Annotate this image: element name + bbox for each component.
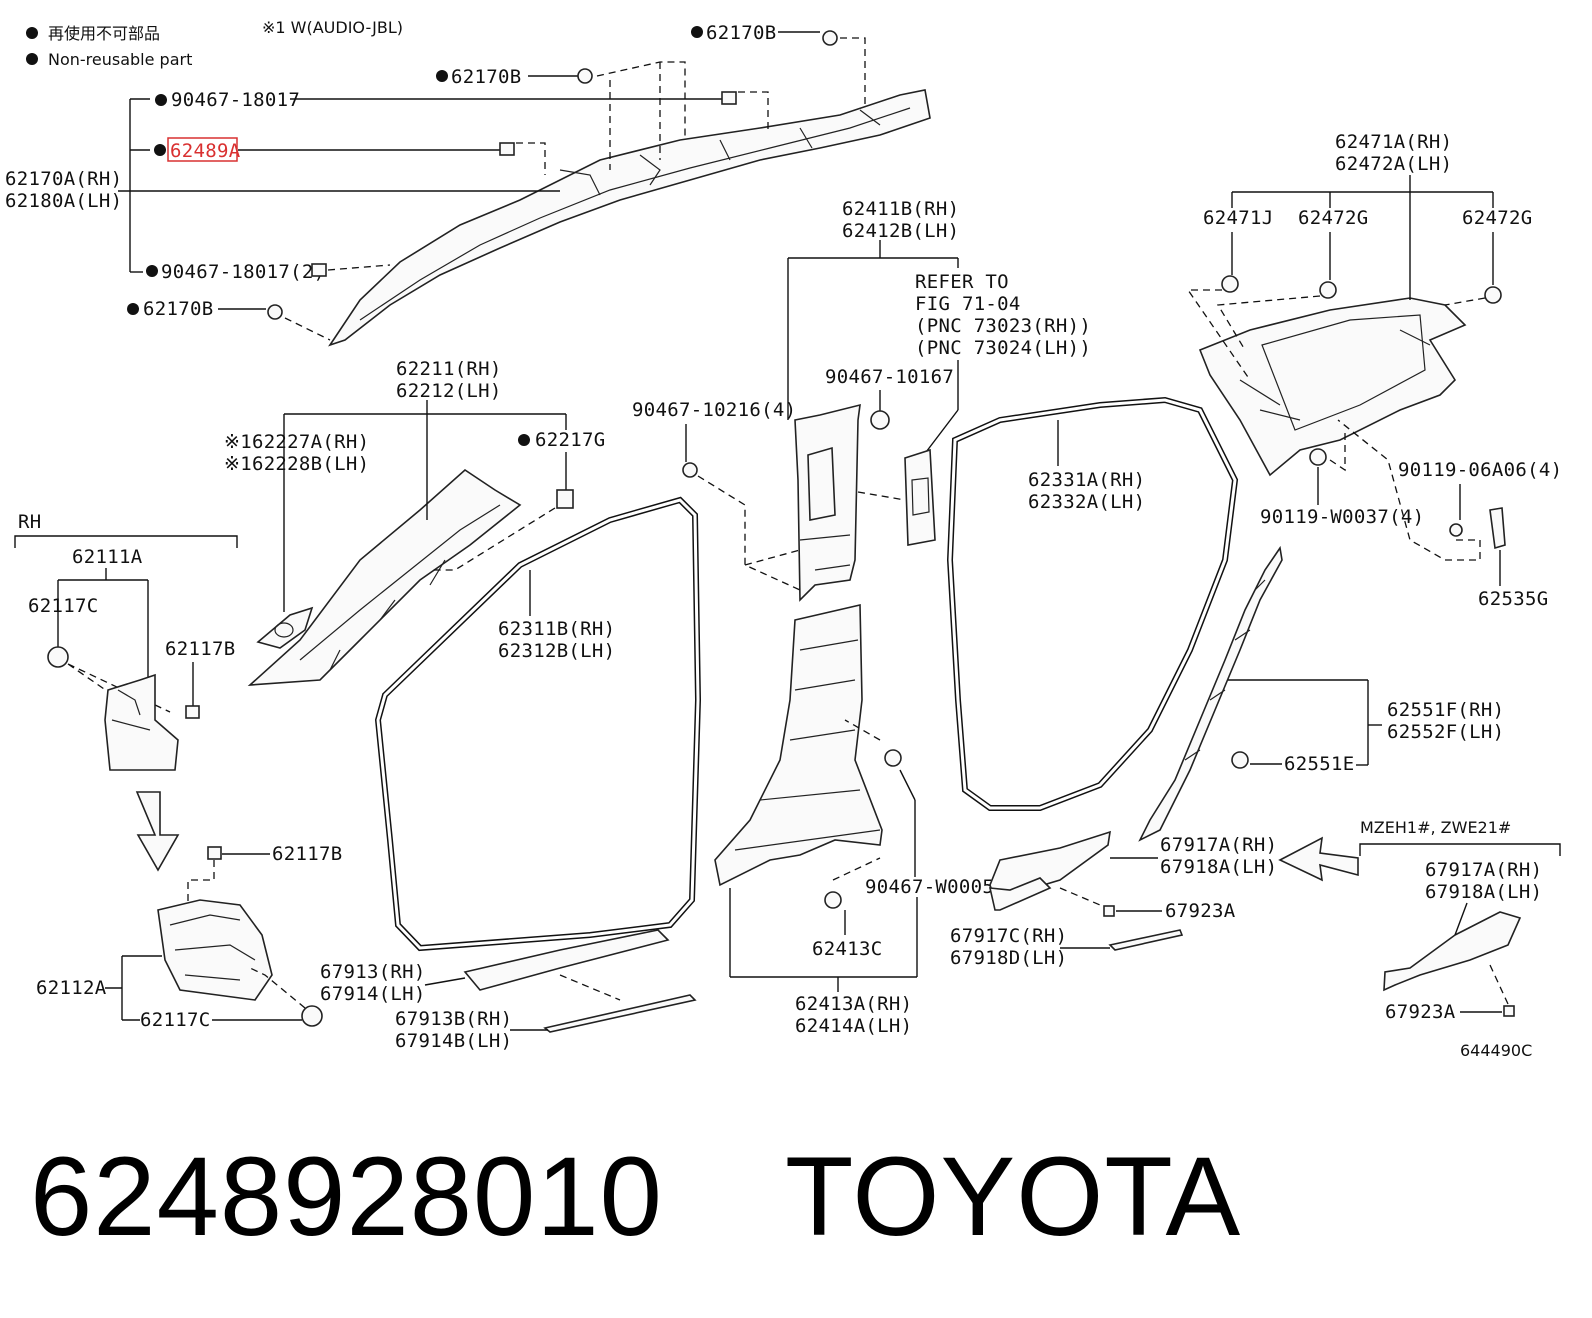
label-67917A-RH: 67917A(RH) (1425, 859, 1542, 881)
label-67923A: 67923A (1165, 900, 1236, 922)
parts-diagram: 再使用不可部品 Non-reusable part ※1 W(AUDIO-JBL… (5, 18, 1562, 1060)
legend-jp: 再使用不可部品 (48, 24, 160, 43)
label-62552F-LH: 62552F(LH) (1387, 721, 1504, 743)
label-62471J: 62471J (1203, 207, 1273, 229)
a-pillar-trim: 62211(RH) 62212(LH) ※162227A(RH) ※162228… (224, 358, 605, 686)
label-67914-LH: 67914(LH) (320, 983, 426, 1005)
label-62413A-RH: 62413A(RH) (795, 993, 912, 1015)
label-62551E: 62551E (1284, 753, 1354, 775)
label-62414A-LH: 62414A(LH) (795, 1015, 912, 1037)
label-mzeh: MZEH1#, ZWE21# (1360, 818, 1511, 837)
label-62170B: 62170B (706, 22, 776, 44)
b-pillar-lower: 90467-W0005 62413C 62413A(RH) 62414A(LH) (714, 603, 994, 1037)
label-refer-pnc-rh: (PNC 73023(RH)) (915, 315, 1091, 337)
label-refer-to: REFER TO (915, 271, 1009, 293)
b-pillar-upper: 62411B(RH) 62412B(LH) REFER TO FIG 71-04… (632, 198, 1091, 602)
label-62211-RH: 62211(RH) (396, 358, 502, 380)
label-67923A: 67923A (1385, 1001, 1456, 1023)
label-62312B-LH: 62312B(LH) (498, 640, 615, 662)
label-62217G: 62217G (535, 429, 605, 451)
label-67918D-LH: 67918D(LH) (950, 947, 1067, 969)
label-90467-18017-2: 90467-18017(2) (161, 261, 325, 283)
label-67918A-LH: 67918A(LH) (1160, 856, 1277, 878)
label-refer-pnc-lh: (PNC 73024(LH)) (915, 337, 1091, 359)
label-62489A-highlighted: 62489A (170, 140, 241, 162)
label-rh: RH (18, 511, 41, 533)
label-67917A-RH: 67917A(RH) (1160, 834, 1277, 856)
label-62117C: 62117C (28, 595, 98, 617)
label-62117B: 62117B (272, 843, 342, 865)
label-62170B: 62170B (143, 298, 213, 320)
rear-scuff: 67917A(RH) 67918A(LH) 67923A 67917C(RH) … (950, 830, 1359, 969)
front-scuff-plate: 67913(RH) 67914(LH) 67913B(RH) 67914B(LH… (320, 929, 697, 1052)
label-62551F-RH: 62551F(RH) (1387, 699, 1504, 721)
variant-inset: MZEH1#, ZWE21# 67917A(RH) 67918A(LH) 679… (1359, 818, 1561, 1060)
label-62212-LH: 62212(LH) (396, 380, 502, 402)
label-90467-10167: 90467-10167 (825, 366, 954, 388)
label-62332A-LH: 62332A(LH) (1028, 491, 1145, 513)
label-67918A-LH: 67918A(LH) (1425, 881, 1542, 903)
label-62227A-RH: ※162227A(RH) (224, 431, 369, 453)
part-number: 6248928010 (30, 1134, 663, 1259)
label-90119-06A06-4: 90119-06A06(4) (1398, 459, 1562, 481)
part-caption: 6248928010 TOYOTA (30, 1132, 1241, 1261)
label-67917C-RH: 67917C(RH) (950, 925, 1067, 947)
label-62111A: 62111A (72, 546, 143, 568)
quarter-trim-upper: 62471A(RH) 62472A(LH) 62471J 62472G 6247… (1186, 131, 1562, 610)
label-62411B-RH: 62411B(RH) (842, 198, 959, 220)
label-90119-W0037-4: 90119-W0037(4) (1260, 506, 1424, 528)
label-90467-W0005: 90467-W0005 (865, 876, 994, 898)
label-62117B: 62117B (165, 638, 235, 660)
label-62117C: 62117C (140, 1009, 210, 1031)
label-62311B-RH: 62311B(RH) (498, 618, 615, 640)
legend-en: Non-reusable part (48, 50, 192, 69)
label-diagram-code: 644490C (1460, 1041, 1532, 1060)
quarter-trim-lower: 62551F(RH) 62552F(LH) 62551E (1138, 545, 1504, 842)
label-62412B-LH: 62412B(LH) (842, 220, 959, 242)
bullet-icon (26, 27, 38, 39)
label-62535G: 62535G (1478, 588, 1548, 610)
label-62170A-RH: 62170A(RH) (5, 168, 122, 190)
label-refer-fig: FIG 71-04 (915, 293, 1021, 315)
label-62170B: 62170B (451, 66, 521, 88)
rear-door-weatherstrip: 62331A(RH) 62332A(LH) (946, 396, 1239, 811)
label-67913B-RH: 67913B(RH) (395, 1008, 512, 1030)
legend-note: ※1 W(AUDIO-JBL) (262, 18, 403, 37)
label-67913-RH: 67913(RH) (320, 961, 426, 983)
brand-name: TOYOTA (785, 1134, 1242, 1259)
label-62472A-LH: 62472A(LH) (1335, 153, 1452, 175)
label-62471A-RH: 62471A(RH) (1335, 131, 1452, 153)
legend: 再使用不可部品 Non-reusable part ※1 W(AUDIO-JBL… (26, 18, 403, 69)
label-90467-10216-4: 90467-10216(4) (632, 399, 796, 421)
label-62180A-LH: 62180A(LH) (5, 190, 122, 212)
bullet-icon (26, 53, 38, 65)
label-62228B-LH: ※162228B(LH) (224, 453, 369, 475)
label-62472G: 62472G (1462, 207, 1532, 229)
label-67914B-LH: 67914B(LH) (395, 1030, 512, 1052)
label-90467-18017: 90467-18017 (171, 89, 300, 111)
cowl-side-trim: RH 62111A 62117C 62117B 62117B 62112A 62… (14, 511, 342, 1031)
label-62413C: 62413C (812, 938, 882, 960)
label-62331A-RH: 62331A(RH) (1028, 469, 1145, 491)
label-62112A: 62112A (36, 977, 107, 999)
roof-leaders: 62170B 62170B 90467-18017 62489A 62170A(… (5, 22, 866, 341)
roof-side-garnish (328, 89, 931, 347)
label-62472G: 62472G (1298, 207, 1368, 229)
front-door-weatherstrip: 62311B(RH) 62312B(LH) (374, 496, 702, 952)
